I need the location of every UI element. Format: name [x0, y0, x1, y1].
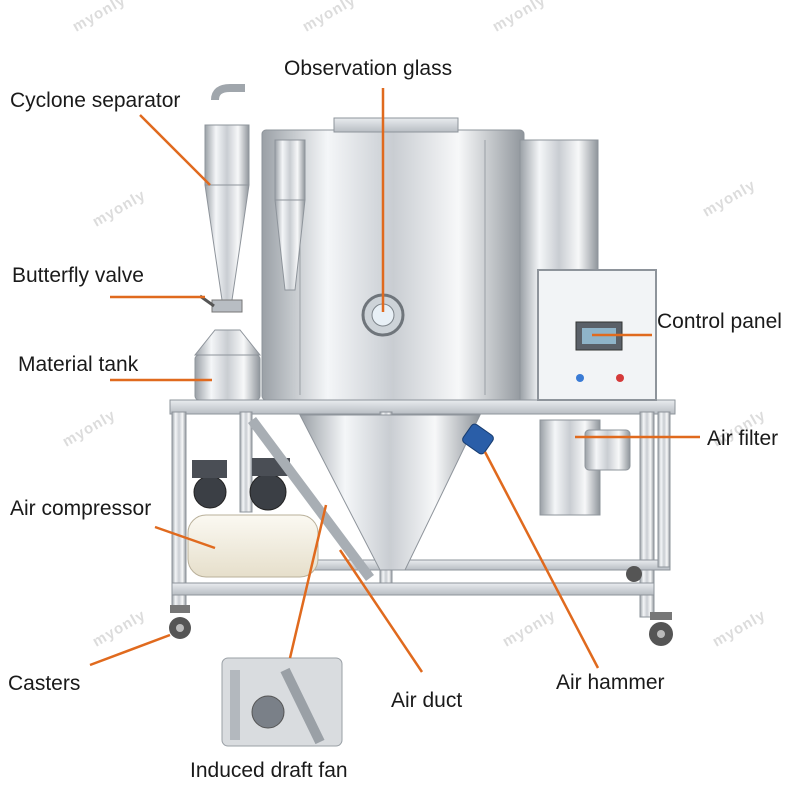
air-compressor-label: Air compressor	[10, 497, 152, 520]
induced-draft-fan-label: Induced draft fan	[190, 759, 348, 782]
cyclone-separator	[204, 84, 306, 301]
leader-lines	[89, 88, 700, 673]
induced-draft-fan-inset	[221, 657, 343, 747]
air-hammer	[462, 423, 494, 455]
observation-glass-label: Observation glass	[284, 57, 453, 80]
control-panel-label: Control panel	[657, 310, 782, 333]
butterfly-valve	[199, 294, 243, 313]
chamber-cone	[299, 414, 481, 571]
air-filter-label: Air filter	[707, 427, 779, 450]
air-duct	[247, 417, 375, 581]
material-tank-label: Material tank	[18, 353, 139, 376]
casters-label: Casters	[8, 672, 81, 695]
butterfly-valve-label: Butterfly valve	[12, 264, 144, 287]
caster	[626, 566, 642, 582]
air-filter	[584, 429, 631, 471]
material-tank	[193, 329, 262, 401]
air-duct-label: Air duct	[391, 689, 463, 712]
caster	[649, 612, 673, 646]
air-compressor	[187, 458, 319, 578]
caster	[169, 605, 191, 639]
air-hammer-label: Air hammer	[556, 671, 665, 694]
cyclone-separator-label: Cyclone separator	[10, 89, 181, 112]
drying-chamber	[261, 117, 525, 401]
